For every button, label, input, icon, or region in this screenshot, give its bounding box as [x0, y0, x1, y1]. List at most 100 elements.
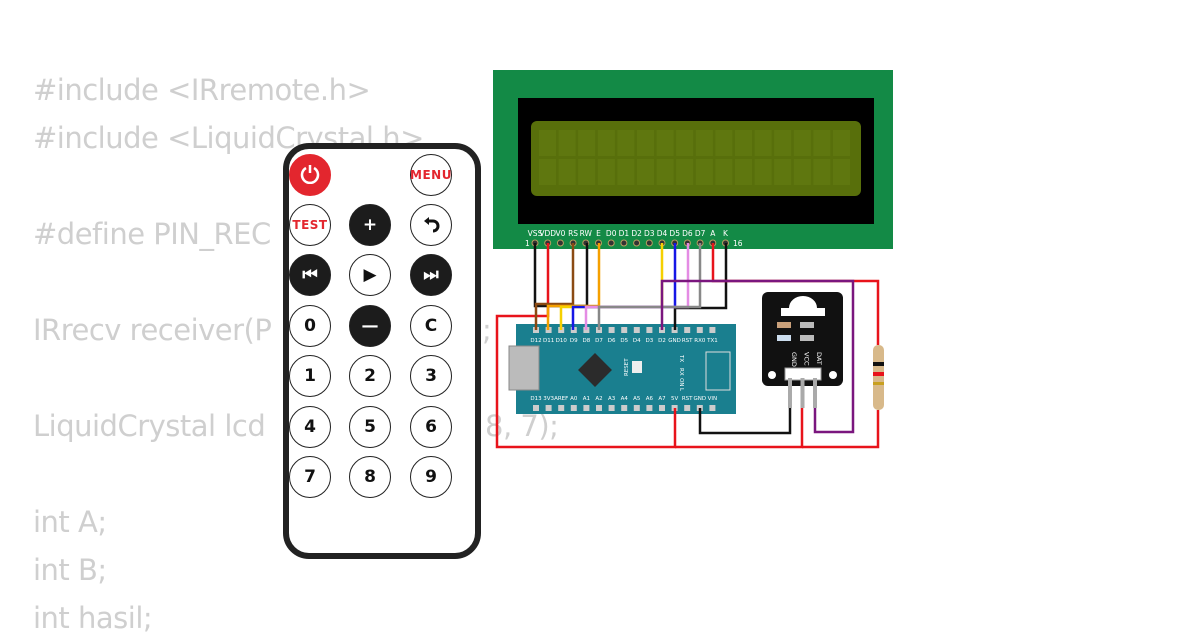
remote-button[interactable]: + [349, 204, 391, 246]
wire-violet[interactable] [584, 243, 690, 330]
lcd-char-cell [676, 159, 694, 185]
nano-pin[interactable] [633, 405, 640, 411]
nano-pin-label: A1 [583, 396, 590, 402]
lcd-pin[interactable] [633, 239, 641, 247]
remote-button[interactable]: 0 [289, 305, 331, 347]
lcd-pin-label: RS [568, 229, 578, 238]
lcd-char-cell [539, 159, 556, 185]
remote-button[interactable]: 3 [410, 355, 452, 397]
lcd-pin-label: D1 [619, 229, 630, 238]
ir-pin[interactable] [813, 378, 817, 408]
lcd-pin-label: D4 [657, 229, 668, 238]
remote-button[interactable]: 7 [289, 456, 331, 498]
code-line: int B; [33, 553, 107, 587]
nano-pin-label: TX1 [706, 338, 718, 344]
remote-button[interactable]: 8 [349, 456, 391, 498]
nano-pin[interactable] [621, 405, 628, 411]
nano-pin[interactable] [533, 405, 539, 411]
nano-pin[interactable] [696, 327, 703, 333]
nano-pin[interactable] [621, 327, 628, 333]
remote-button[interactable]: 2 [349, 355, 391, 397]
nano-pin-label: A6 [646, 396, 654, 402]
remote-button[interactable]: 5 [349, 406, 391, 448]
lcd-char-cell [715, 159, 733, 185]
remote-button-label: MENU [410, 168, 452, 182]
nano-pin[interactable] [709, 405, 716, 411]
code-line: #include <IRremote.h> [33, 73, 371, 107]
nano-pin-label: D5 [620, 338, 628, 344]
remote-button[interactable]: ⏮ [289, 254, 331, 296]
nano-pin[interactable] [684, 327, 691, 333]
mcu-chip [578, 353, 612, 387]
lcd-pin-label: E [596, 229, 601, 238]
ir-pin[interactable] [788, 378, 792, 408]
nano-label-l: L [678, 388, 684, 392]
lcd-pin[interactable] [556, 239, 564, 247]
remote-button-label: — [361, 316, 379, 336]
lcd-pin[interactable] [645, 239, 653, 247]
nano-pin-label: D10 [556, 338, 568, 344]
resistor[interactable] [873, 345, 884, 410]
remote-button-label: 3 [425, 366, 437, 386]
nano-pin[interactable] [596, 405, 602, 411]
remote-button[interactable]: 1 [289, 355, 331, 397]
nano-pin[interactable] [583, 405, 590, 411]
remote-button[interactable]: MENU [410, 154, 452, 196]
code-line: int hasil; [33, 601, 153, 635]
nano-pin[interactable] [633, 327, 640, 333]
nano-pin-label: RST [682, 338, 693, 344]
wire-blue[interactable] [571, 243, 677, 330]
lcd-pin-label: VSS [528, 229, 543, 238]
wire-red[interactable] [802, 410, 880, 449]
remote-button-label: 2 [364, 366, 376, 386]
wire-purple[interactable] [660, 279, 855, 434]
lcd-pin-label: D2 [631, 229, 642, 238]
remote-button[interactable] [289, 154, 331, 196]
nano-pin[interactable] [646, 327, 653, 333]
remote-button[interactable]: 6 [410, 406, 452, 448]
nano-pin-label: AREF [554, 396, 568, 402]
lcd-pin[interactable] [620, 239, 628, 247]
nano-pin[interactable] [709, 327, 716, 333]
nano-label-reset: RESET [624, 358, 630, 376]
nano-pin[interactable] [684, 405, 691, 411]
lcd-char-cell [774, 159, 792, 185]
nano-pin[interactable] [646, 405, 653, 411]
remote-button[interactable] [410, 204, 452, 246]
ir-pin[interactable] [800, 378, 805, 408]
remote-button[interactable]: 4 [289, 406, 331, 448]
remote-button[interactable]: C [410, 305, 452, 347]
reset-button[interactable] [632, 361, 642, 373]
nano-pin[interactable] [608, 405, 615, 411]
lcd-pin[interactable] [607, 239, 615, 247]
nano-pin[interactable] [659, 405, 665, 411]
wire-gray[interactable] [597, 243, 702, 330]
wire-brown[interactable] [534, 243, 575, 330]
remote-button[interactable]: 9 [410, 456, 452, 498]
remote-button[interactable]: ⏭ [410, 254, 452, 296]
nano-pin[interactable] [570, 405, 577, 411]
lcd-pin-label: D6 [682, 229, 693, 238]
lcd-char-cell [754, 159, 772, 185]
remote-button[interactable]: — [349, 305, 391, 347]
wire-black[interactable] [698, 408, 792, 435]
code-line-fragment: ; [482, 313, 492, 347]
lcd-char-cell [539, 130, 556, 156]
nano-label-on: ON [678, 378, 684, 386]
remote-button-label: + [362, 215, 378, 235]
nano-pin-label: A2 [595, 396, 602, 402]
lcd-char-cell [813, 159, 831, 185]
remote-button[interactable]: TEST [289, 204, 331, 246]
lcd-char-cell [735, 130, 752, 156]
nano-pin[interactable] [545, 405, 552, 411]
lcd-char-cell [578, 130, 596, 156]
nano-pin-label: D6 [608, 338, 616, 344]
nano-pin[interactable] [558, 405, 565, 411]
wire-yellow[interactable] [559, 243, 664, 330]
wire-black[interactable] [533, 243, 587, 308]
remote-button[interactable]: ▶ [349, 254, 391, 296]
nano-pin[interactable] [608, 327, 615, 333]
